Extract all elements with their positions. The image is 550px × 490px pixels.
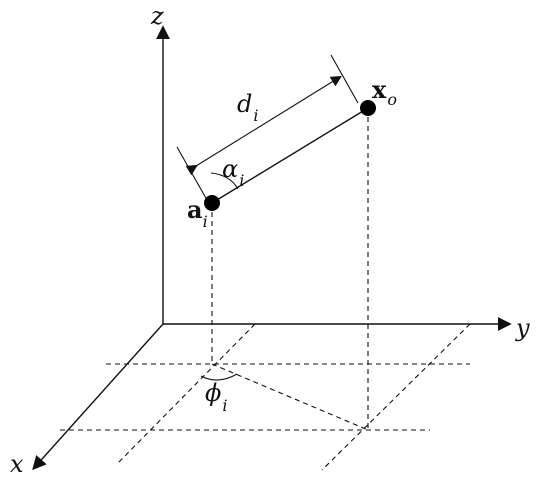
elevation-angle-main: α	[222, 155, 238, 183]
distance-arrow-line	[185, 75, 342, 176]
distance-label: di	[237, 90, 259, 125]
azimuth-angle-arc	[200, 373, 238, 381]
x-axis	[32, 323, 164, 471]
azimuth-angle-label: ϕi	[205, 379, 227, 415]
anchor-point	[204, 195, 220, 211]
x-axis-label: x	[10, 450, 24, 478]
floor-line-right-diagonal	[321, 323, 471, 471]
azimuth-angle-sub: i	[222, 396, 227, 415]
distance-extension-right	[330, 54, 359, 104]
anchor-label-sub: i	[203, 212, 208, 231]
target-label: xo	[372, 75, 397, 109]
anchor-label-main: a	[187, 195, 203, 224]
z-axis-label: z	[150, 2, 164, 30]
y-axis-label: y	[515, 314, 530, 342]
distance-label-sub: i	[253, 106, 258, 125]
elevation-angle-sub: i	[239, 171, 244, 190]
azimuth-angle-main: ϕ	[205, 379, 221, 407]
target-label-main: x	[372, 75, 387, 104]
anchor-label: ai	[187, 195, 208, 231]
floor-line-projection-diagonal	[211, 363, 369, 431]
elevation-angle-label: αi	[222, 155, 244, 190]
target-label-sub: o	[387, 90, 397, 109]
target-point	[360, 100, 376, 116]
elevation-angle-arc	[210, 172, 239, 190]
floor-line-left-diagonal	[117, 323, 256, 464]
distance-label-main: d	[237, 90, 252, 118]
distance-extension-left	[176, 146, 208, 201]
